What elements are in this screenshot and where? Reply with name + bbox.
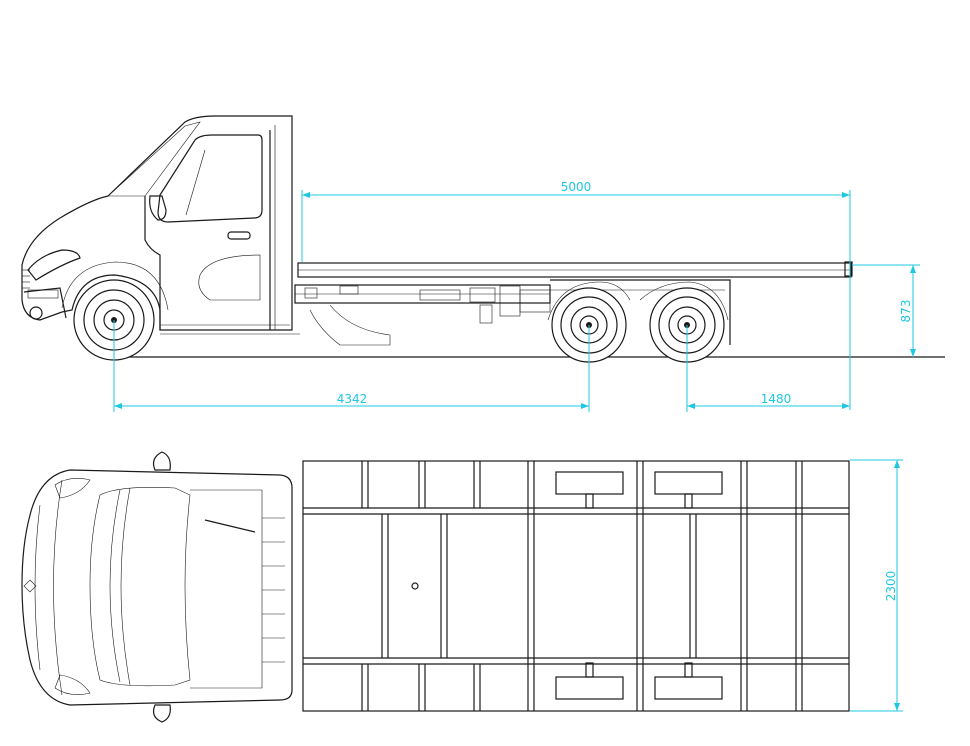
- headlight: [27, 249, 81, 281]
- cab-door: [144, 196, 161, 330]
- cab-window: [157, 134, 263, 223]
- dimension-frame-height: 873: [852, 264, 920, 357]
- dimension-body-length: 5000: [301, 180, 851, 410]
- wheel-wells-top: [555, 471, 723, 700]
- dimension-wheelbase: 4342: [113, 320, 590, 412]
- fog-light: [29, 306, 43, 320]
- front-grille: [22, 269, 30, 289]
- mirror-top-right: [152, 704, 171, 723]
- dimension-rear-overhang: 1480: [686, 325, 850, 412]
- dimension-label-frame-height: 873: [899, 300, 913, 323]
- antenna: [204, 519, 256, 533]
- brand-logo-icon: [23, 579, 37, 593]
- mirror-top-left: [152, 451, 171, 471]
- side-mirror: [149, 195, 167, 221]
- top-view: 2300: [21, 451, 903, 723]
- dimension-label-body-width: 2300: [884, 571, 898, 602]
- cab-outline: [21, 115, 293, 331]
- cab-top-outline: [21, 469, 293, 706]
- chassis-details: [304, 285, 551, 346]
- flatbed-top: [302, 460, 850, 712]
- roof-ribs: [262, 517, 285, 663]
- door-handle: [227, 231, 251, 240]
- dimension-label-rear-overhang: 1480: [761, 392, 792, 406]
- cross-members: [361, 461, 803, 711]
- side-view: 5000 873 4342 1480: [21, 115, 945, 412]
- dimension-body-width: 2300: [850, 459, 903, 712]
- dimension-label-body-length: 5000: [561, 180, 592, 194]
- dimension-label-wheelbase: 4342: [337, 392, 368, 406]
